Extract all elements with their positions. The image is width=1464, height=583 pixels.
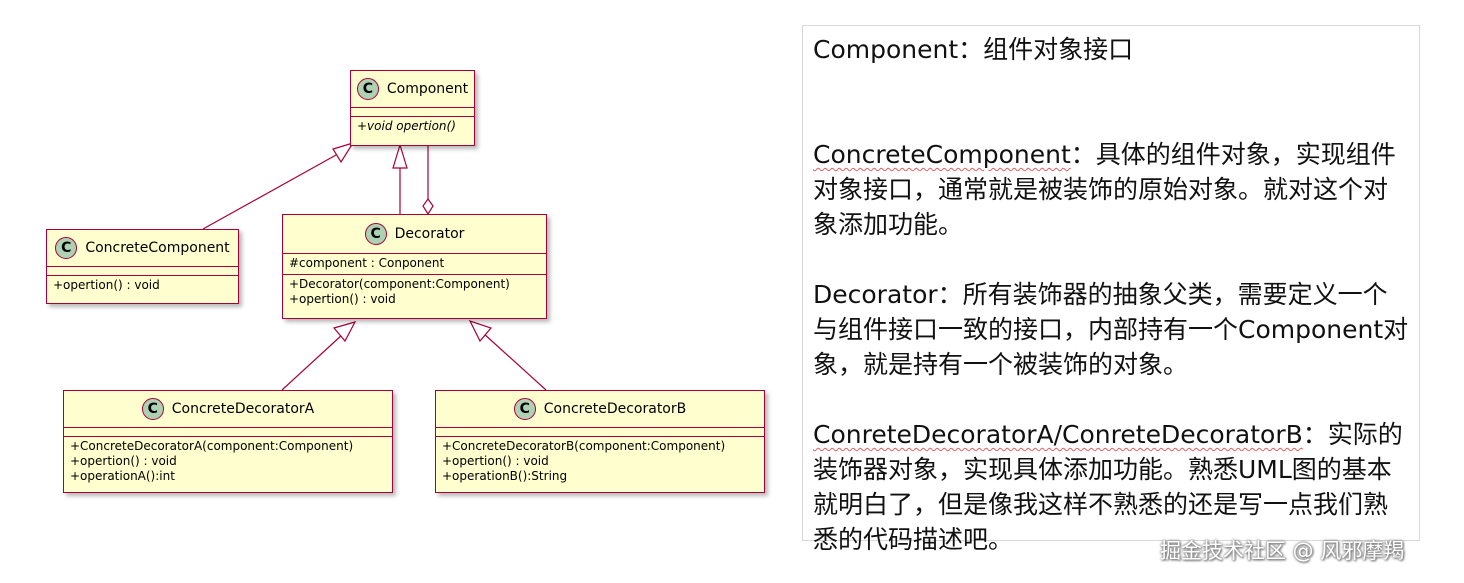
edge-decoratora-to-decorator (281, 333, 344, 391)
operation: +opertion() : void (442, 454, 549, 468)
class-c-icon: C (364, 223, 387, 245)
operation: +ConcreteDecoratorA(component:Component) (70, 439, 354, 453)
edge-concretecomponent-to-component (202, 149, 346, 230)
class-c-icon: C (356, 78, 379, 100)
note-concrete-component: ConcreteComponent：具体的组件对象，实现组件对象接口，通常就是被… (813, 137, 1409, 242)
note-description: 组件对象接口 (983, 35, 1134, 64)
class-name: ConcreteComponent (85, 240, 230, 256)
explanation-panel: Component：组件对象接口 ConcreteComponent：具体的组件… (802, 25, 1420, 554)
watermark: 掘金技术社区 @ 风邪摩羯 (1160, 539, 1405, 563)
class-c-icon: C (513, 398, 536, 420)
note-decorator: Decorator：所有装饰器的抽象父类，需要定义一个与组件接口一致的接口，内部… (813, 277, 1409, 382)
note-term: ConcreteComponent (813, 140, 1071, 169)
class-concrete-component: C ConcreteComponent +opertion() : void (46, 229, 239, 304)
note-separator: ： (937, 280, 963, 309)
class-concrete-decorator-b: C ConcreteDecoratorB +ConcreteDecoratorB… (435, 390, 765, 493)
arrowhead-generalization (468, 319, 493, 343)
operation: +opertion() : void (70, 454, 177, 468)
operations-section: +Decorator(component:Component) +opertio… (283, 274, 546, 310)
attributes-section (351, 107, 474, 116)
note-description: 具体的组件对象，实现组件对象接口，通常就是被装饰的原始对象。就对这个对象添加功能… (813, 140, 1396, 239)
note-separator: ： (1302, 420, 1328, 449)
operation: +void opertion() (357, 119, 456, 133)
operations-section: +ConcreteDecoratorB(component:Component)… (436, 436, 764, 487)
class-c-icon: C (55, 237, 78, 259)
class-name: Decorator (394, 226, 465, 242)
edge-decoratorb-to-decorator (482, 332, 547, 391)
relationship-lines (202, 141, 547, 391)
attributes-section (64, 427, 392, 436)
note-term: ConreteDecoratorA/ConreteDecoratorB (813, 420, 1303, 449)
note-separator: ： (1070, 140, 1096, 169)
operation: +opertion() : void (53, 278, 160, 292)
class-name: Component (386, 81, 469, 97)
operations-section: +void opertion() (351, 116, 474, 137)
arrowhead-generalization (392, 142, 408, 169)
note-component: Component：组件对象接口 (813, 32, 1409, 67)
operation: +Decorator(component:Component) (289, 277, 510, 291)
note-separator: ： (958, 35, 984, 64)
class-component: C Component +void opertion() (350, 70, 475, 146)
note-term: Component (813, 35, 959, 64)
operation: +operationA():int (70, 469, 175, 483)
note-description: 实际的装饰器对象，实现具体添加功能。熟悉UML图的基本就明白了，但是像我这样不熟… (813, 420, 1403, 554)
attribute: #component : Conponent (289, 256, 445, 270)
operations-section: +opertion() : void (47, 275, 238, 296)
note-description: 所有装饰器的抽象父类，需要定义一个与组件接口一致的接口，内部持有一个Compon… (813, 280, 1409, 379)
class-decorator: C Decorator #component : Conponent +Deco… (282, 214, 547, 319)
attributes-section (436, 427, 764, 436)
operation: +opertion() : void (289, 292, 396, 306)
arrowhead-generalization (332, 141, 355, 164)
operation: +ConcreteDecoratorB(component:Component) (442, 439, 726, 453)
class-concrete-decorator-a: C ConcreteDecoratorA +ConcreteDecoratorA… (63, 390, 393, 493)
aggregation-diamond (422, 197, 434, 216)
operations-section: +ConcreteDecoratorA(component:Component)… (64, 436, 392, 487)
note-concrete-decorators: ConreteDecoratorA/ConreteDecoratorB：实际的装… (813, 417, 1409, 557)
arrowhead-generalization (332, 321, 357, 343)
uml-class-diagram: C Component +void opertion() C ConcreteC… (46, 70, 765, 493)
class-c-icon: C (141, 398, 164, 420)
note-term: Decorator (813, 280, 938, 309)
class-name: ConcreteDecoratorA (171, 401, 315, 417)
operation: +operationB():String (442, 469, 568, 483)
attributes-section: #component : Conponent (283, 253, 546, 274)
class-name: ConcreteDecoratorB (543, 401, 687, 417)
attributes-section (47, 266, 238, 275)
